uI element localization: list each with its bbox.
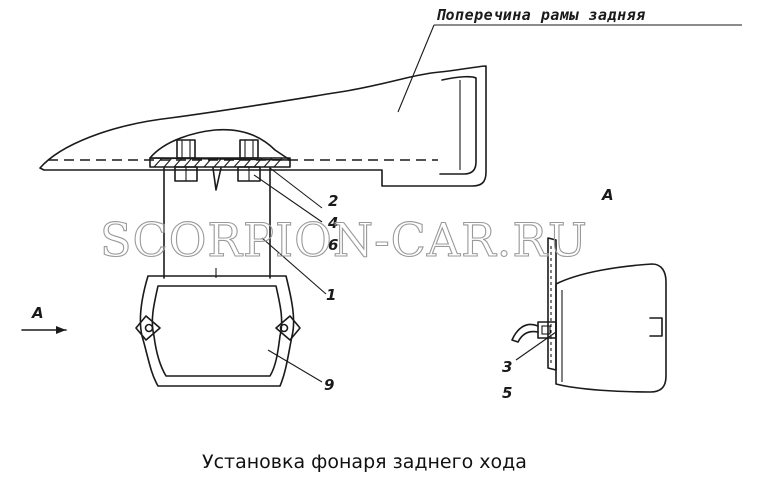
callout-3: 3: [502, 358, 512, 376]
bolt-left: [174, 139, 198, 182]
frame-label-leader: [397, 24, 435, 113]
bracket-plate: [149, 128, 291, 168]
bracket-tab: [212, 167, 222, 191]
reverse-lamp-front: [135, 275, 301, 387]
callout-4: 4: [327, 214, 338, 232]
callout-2: 2: [328, 192, 338, 210]
frame-crossmember-label: Поперечина рамы задняя: [436, 6, 646, 24]
diagram-caption: Установка фонаря заднего хода: [202, 451, 527, 473]
callout-leaders: [253, 167, 557, 383]
callout-6: 6: [328, 236, 338, 254]
frame-crossmember: [39, 65, 487, 187]
view-a-label: A: [601, 186, 614, 204]
watermark-text: SCORPION-CAR.RU: [100, 213, 588, 267]
view-arrow-icon: [21, 326, 67, 334]
bolt-right: [237, 139, 261, 182]
reverse-lamp-side-view: [511, 237, 667, 393]
view-arrow-label: A: [31, 304, 44, 322]
callout-5: 5: [502, 384, 512, 402]
callout-1: 1: [326, 286, 336, 304]
callout-9: 9: [324, 376, 334, 394]
